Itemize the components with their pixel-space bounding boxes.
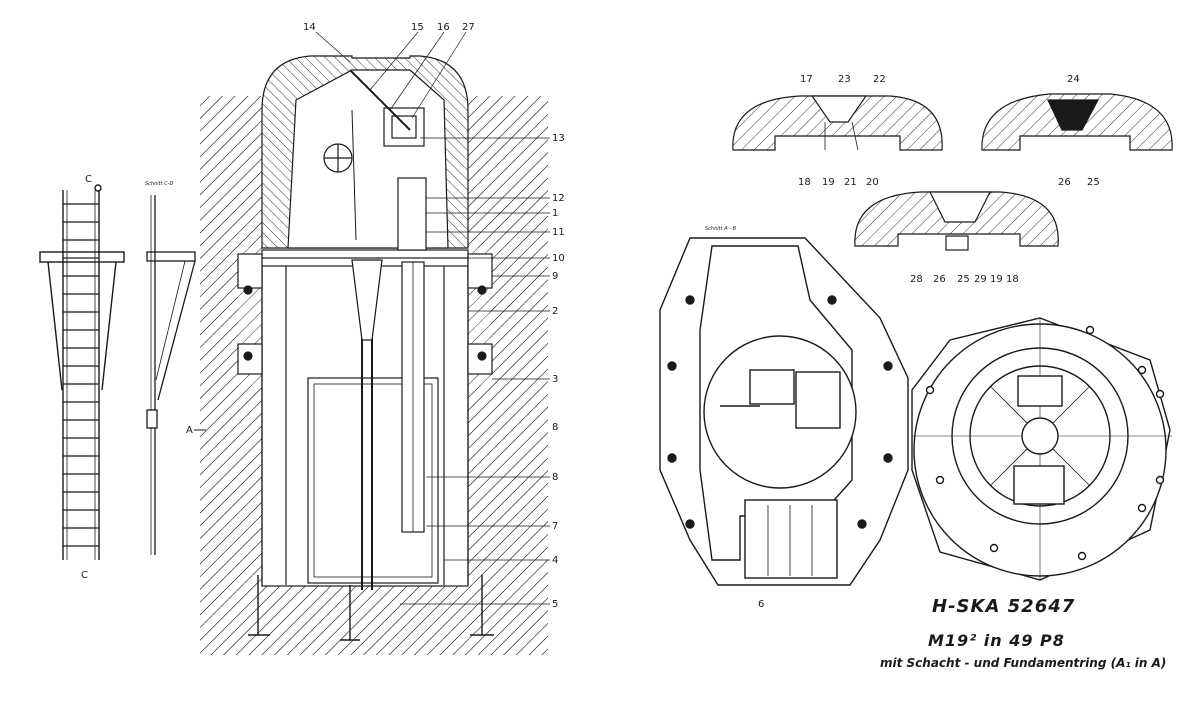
plan-view-labels: Schnitt A - B 6 <box>705 226 764 610</box>
callout-label: 19 <box>990 274 1003 285</box>
callout-label: 13 <box>552 133 565 144</box>
callout-label: 26 <box>933 274 946 285</box>
callout-label: 5 <box>552 599 558 610</box>
callout-label: 9 <box>552 271 558 282</box>
cupola-detail-2-callouts: 24 26 25 <box>1058 74 1100 188</box>
ladder-front-view <box>39 184 125 560</box>
callout-label: 4 <box>552 555 558 566</box>
plan-section-label: Schnitt A - B <box>705 226 737 232</box>
section-marker: A <box>186 425 193 436</box>
callout-label: 26 <box>1058 177 1071 188</box>
drawing-model-line: M19² in 49 P8 <box>928 631 1065 650</box>
round-plan-view <box>911 317 1172 581</box>
drawing-subtitle: mit Schacht - und Fundamentring (A₁ in A… <box>880 656 1167 670</box>
section-marker-bottom: C <box>81 570 88 581</box>
cupola-detail-1 <box>732 95 943 151</box>
cupola-detail-2 <box>981 93 1173 151</box>
callout-label: 12 <box>552 193 565 204</box>
callout-label: 29 <box>974 274 987 285</box>
callout-label: 3 <box>552 374 558 385</box>
callout-label: 15 <box>411 22 424 33</box>
callout-label: 21 <box>844 177 857 188</box>
cupola-detail-1-callouts: 17 23 22 18 19 21 20 <box>798 74 886 188</box>
callout-label: 16 <box>437 22 450 33</box>
callout-label: 27 <box>462 22 475 33</box>
callout-label: 2 <box>552 306 558 317</box>
callout-label: 22 <box>873 74 886 85</box>
cupola-detail-3 <box>854 191 1059 251</box>
cupola-detail-3-callouts: 28 26 25 29 19 18 <box>910 274 1019 285</box>
callout-label: 14 <box>303 22 316 33</box>
callout-label: 28 <box>910 274 923 285</box>
callout-label: 19 <box>822 177 835 188</box>
callout-label: 8 <box>552 422 558 433</box>
ladder-side-view <box>146 195 196 555</box>
callout-label: 18 <box>798 177 811 188</box>
callout-label: 20 <box>866 177 879 188</box>
callout-label: 10 <box>552 253 565 264</box>
callout-label: 25 <box>1087 177 1100 188</box>
callout-label: 11 <box>552 227 565 238</box>
callout-label: 23 <box>838 74 851 85</box>
callout-label: 24 <box>1067 74 1080 85</box>
callout-label: 6 <box>758 599 764 610</box>
callout-label: 25 <box>957 274 970 285</box>
ladder-markers: C C Schnitt C-D <box>81 174 173 581</box>
ladder-section-label: Schnitt C-D <box>145 181 173 187</box>
callout-label: 1 <box>552 208 558 219</box>
main-section-callouts: 14 15 16 27 13 12 1 11 10 9 2 3 8 8 7 4 … <box>186 22 565 610</box>
drawing-id: H-SKA 52647 <box>932 596 1076 617</box>
plan-view-section <box>659 237 909 586</box>
callout-label: 18 <box>1006 274 1019 285</box>
section-marker-top: C <box>85 174 92 185</box>
callout-label: 7 <box>552 521 558 532</box>
main-section-view <box>200 31 550 655</box>
callout-label: 17 <box>800 74 813 85</box>
callout-label: 8 <box>552 472 558 483</box>
